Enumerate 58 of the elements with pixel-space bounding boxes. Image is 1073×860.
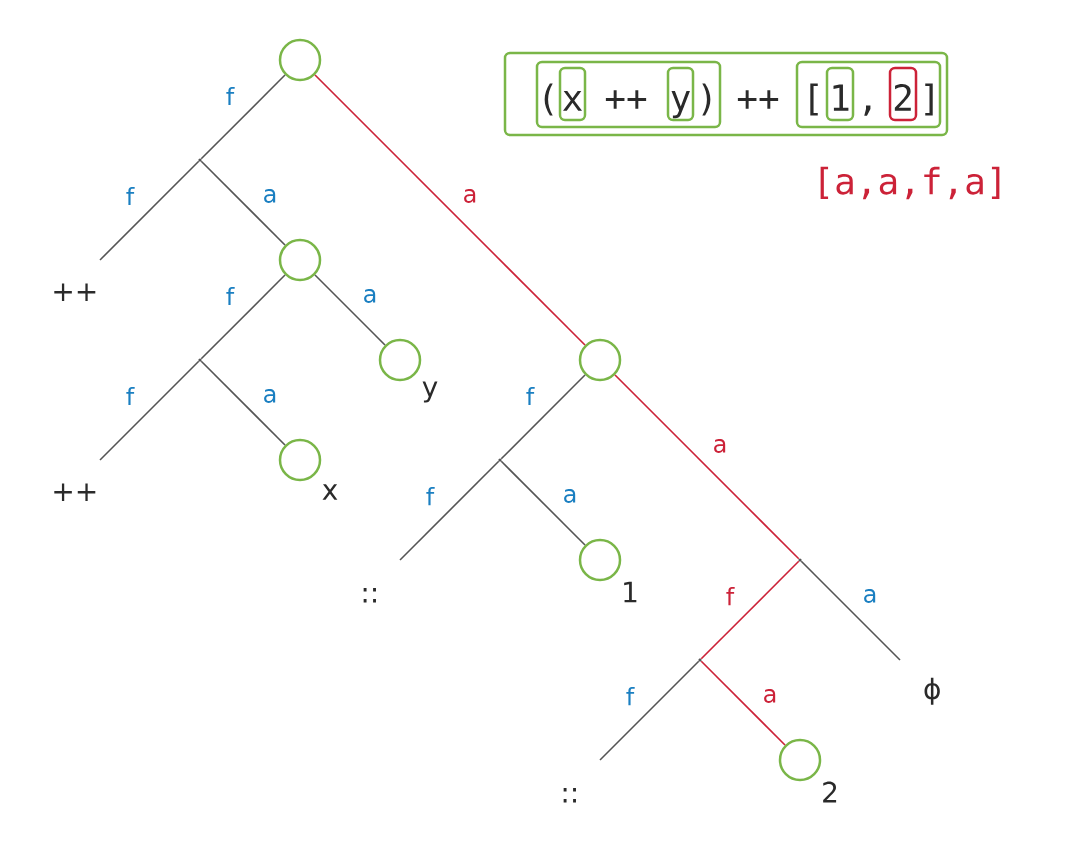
edge-label: f	[224, 85, 236, 107]
edge-label: f	[124, 185, 136, 207]
tree-branch	[200, 274, 286, 360]
path-label: [a,a,f,a]	[820, 166, 1000, 200]
tree-branch	[399, 460, 500, 561]
edge-label: f	[224, 285, 236, 307]
tree-branch	[314, 74, 586, 346]
tree-branch	[700, 560, 800, 660]
tree-node-circle	[278, 238, 322, 282]
tree-branch	[500, 374, 586, 460]
edge-label: a	[361, 288, 379, 304]
edge-label: a	[861, 588, 879, 604]
tree-branch	[99, 160, 200, 261]
edge-label: f	[424, 485, 436, 507]
branch-point	[498, 458, 502, 462]
leaf-label: ϕ	[924, 677, 940, 705]
expression-box: 1	[825, 66, 855, 122]
edge-label: f	[624, 685, 636, 707]
tree-branch	[200, 74, 286, 160]
edge-label: a	[461, 188, 479, 204]
tree-branch	[614, 374, 800, 560]
tree-branch	[314, 274, 386, 346]
leaf-label: 1	[624, 581, 637, 603]
tree-node-circle	[278, 438, 322, 482]
edge-label: f	[524, 385, 536, 407]
tree-branch	[800, 560, 901, 661]
edge-label: f	[724, 585, 736, 607]
tree-branch	[99, 360, 200, 461]
edge-label: f	[124, 385, 136, 407]
tree-node-circle	[778, 738, 822, 782]
branch-point	[698, 658, 702, 662]
leaf-label: ++	[54, 283, 96, 301]
tree-branch	[200, 160, 286, 246]
tree-node-circle	[578, 338, 622, 382]
edge-label: a	[261, 188, 279, 204]
branch-point	[198, 358, 202, 362]
tree-branch	[700, 660, 786, 746]
leaf-label: ::	[563, 787, 576, 803]
leaf-label: ::	[363, 587, 376, 603]
tree-branch	[599, 660, 700, 761]
tree-branch	[200, 360, 286, 446]
leaf-label: x	[322, 484, 338, 500]
leaf-label: 2	[823, 781, 837, 803]
expression-box: x	[558, 66, 587, 122]
edge-label: a	[711, 438, 729, 454]
expression-box: y	[666, 66, 695, 122]
branch-point	[198, 158, 202, 162]
branch-point	[798, 558, 802, 562]
tree-node-circle	[578, 538, 622, 582]
leaf-label: y	[422, 381, 438, 403]
tree-node-circle	[378, 338, 422, 382]
edge-label: a	[561, 488, 579, 504]
tree-node-circle	[278, 38, 322, 82]
edge-label: a	[261, 388, 279, 404]
expression-box: 2	[888, 66, 918, 122]
edge-label: a	[761, 688, 779, 704]
leaf-label: ++	[54, 483, 96, 501]
tree-branch	[500, 460, 586, 546]
